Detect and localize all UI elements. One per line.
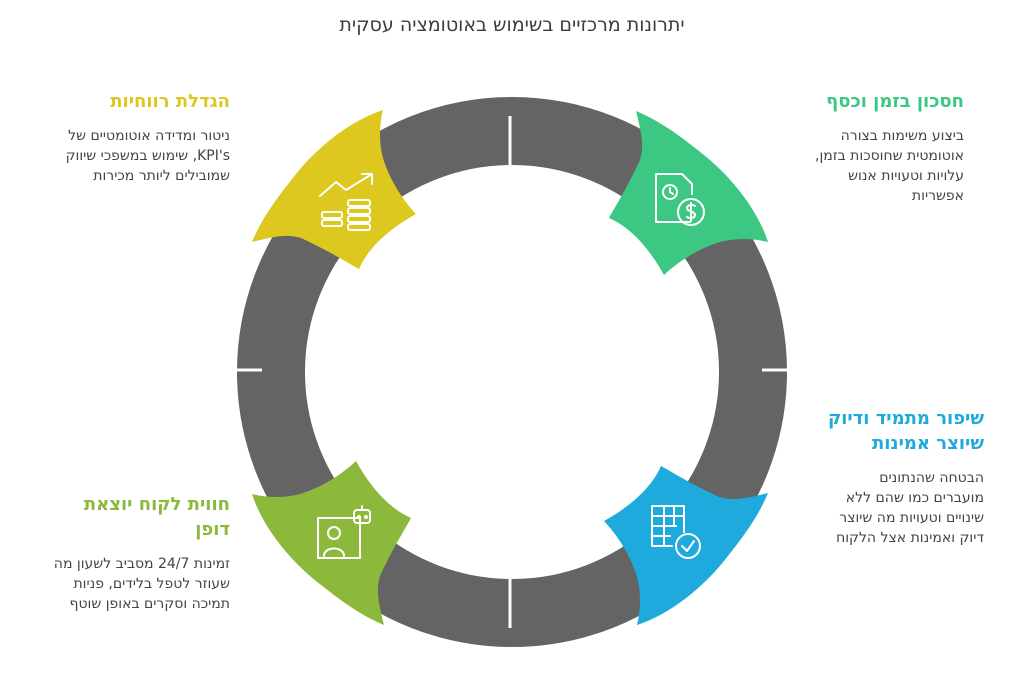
arrow-head-blue bbox=[604, 466, 768, 625]
benefit-block-profitability: הגדלת רווחיות ניטור ומדידה אוטומטיים של … bbox=[20, 89, 230, 186]
table-check-icon bbox=[651, 505, 701, 559]
benefit-block-accuracy: שיפור מתמיד ודיוק שיוצר אמינות הבטחה שהנ… bbox=[764, 406, 984, 548]
benefit-title: שיפור מתמיד ודיוק שיוצר אמינות bbox=[827, 408, 984, 454]
page-title: יתרונות מרכזיים בשימוש באוטומציה עסקית bbox=[339, 14, 685, 36]
benefit-title: חסכון בזמן וכסף bbox=[826, 91, 964, 112]
benefit-title: הגדלת רווחיות bbox=[110, 91, 230, 112]
arrow-head-yellow bbox=[252, 110, 416, 269]
arrow-head-olive bbox=[252, 461, 411, 625]
benefit-text: הבטחה שהנתונים מועברים כמו שהם ללא שינוי… bbox=[836, 470, 984, 546]
benefit-title: חווית לקוח יוצאת דופן bbox=[83, 494, 230, 540]
arrow-head-green bbox=[609, 111, 768, 275]
benefit-block-customer-experience: חווית לקוח יוצאת דופן זמינות 24/7 מסביב … bbox=[20, 492, 230, 614]
coins-growth-icon bbox=[319, 173, 373, 231]
cycle-ring bbox=[237, 97, 787, 647]
benefit-block-time-money: חסכון בזמן וכסף ביצוע משימות בצורה אוטומ… bbox=[754, 89, 964, 206]
benefit-text: ניטור ומדידה אוטומטיים של KPI's, שימוש ב… bbox=[65, 128, 230, 184]
benefit-text: ביצוע משימות בצורה אוטומטית שחוסכות בזמן… bbox=[815, 128, 964, 204]
robot-person-icon bbox=[317, 505, 371, 559]
clock-dollar-document-icon bbox=[655, 173, 705, 226]
benefit-text: זמינות 24/7 מסביב לשעון מה שעוזר לטפל בל… bbox=[53, 556, 230, 612]
